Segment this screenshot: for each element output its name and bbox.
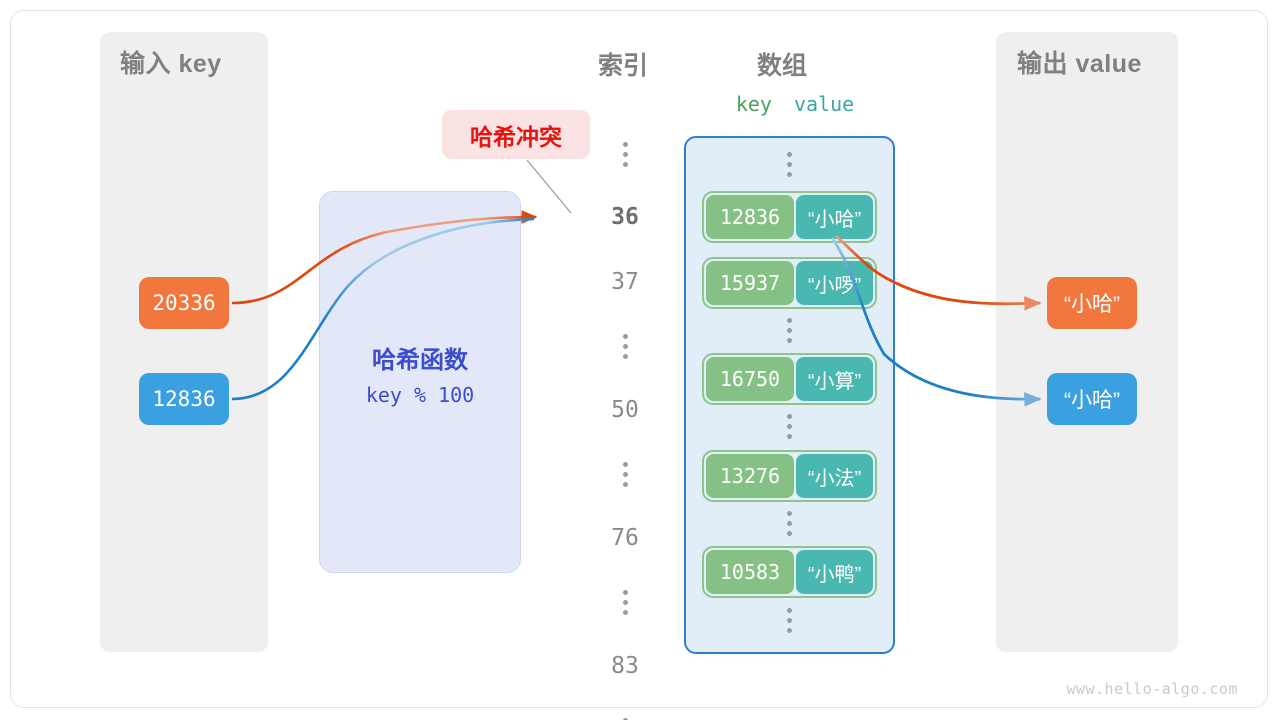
vertical-ellipsis-icon — [787, 152, 792, 177]
index-label: 50 — [611, 397, 639, 423]
vertical-ellipsis-icon — [787, 608, 792, 633]
hash-function-box — [319, 191, 521, 573]
index-column-header: 索引 — [598, 52, 649, 80]
array-ellipsis — [702, 608, 877, 638]
pair-key-cell: 16750 — [706, 357, 794, 401]
hash-function-expression: key % 100 — [365, 383, 475, 407]
output-value-chip-0: “小哈” — [1047, 277, 1137, 329]
output-value-panel — [996, 32, 1178, 652]
pair-key-cell: 10583 — [706, 550, 794, 594]
vertical-ellipsis-icon — [787, 511, 792, 536]
index-label: 37 — [611, 269, 639, 295]
vertical-ellipsis-icon — [622, 142, 628, 167]
vertical-ellipsis-icon — [787, 318, 792, 343]
pair-key-cell: 15937 — [706, 261, 794, 305]
key-value-pair: 16750“小算” — [702, 353, 877, 405]
index-ellipsis — [592, 590, 658, 621]
array-column-header: 数组 — [757, 52, 808, 80]
index-ellipsis — [592, 142, 658, 173]
pair-value-cell: “小算” — [796, 357, 873, 401]
value-subheader-label: value — [793, 92, 855, 116]
index-ellipsis — [592, 462, 658, 493]
vertical-ellipsis-icon — [622, 462, 628, 487]
watermark: www.hello-algo.com — [1066, 680, 1238, 698]
pair-key-cell: 13276 — [706, 454, 794, 498]
array-ellipsis — [702, 318, 877, 348]
key-value-pair: 12836“小哈” — [702, 191, 877, 243]
pair-value-cell: “小法” — [796, 454, 873, 498]
pair-value-cell: “小啰” — [796, 261, 873, 305]
key-subheader-label: key — [735, 92, 772, 116]
vertical-ellipsis-icon — [787, 414, 792, 439]
array-ellipsis — [702, 152, 877, 182]
index-label: 36 — [611, 204, 639, 230]
key-value-pair: 13276“小法” — [702, 450, 877, 502]
input-key-panel — [100, 32, 268, 652]
output-value-chip-1: “小哈” — [1047, 373, 1137, 425]
index-ellipsis — [592, 718, 658, 720]
vertical-ellipsis-icon — [622, 590, 628, 615]
vertical-ellipsis-icon — [622, 718, 628, 720]
array-ellipsis — [702, 511, 877, 541]
output-panel-title: 输出 value — [1017, 50, 1142, 78]
hash-function-label: 哈希函数 — [372, 347, 468, 374]
pair-value-cell: “小鸭” — [796, 550, 873, 594]
index-ellipsis — [592, 334, 658, 365]
index-label: 83 — [611, 653, 639, 679]
input-key-chip-1: 12836 — [139, 373, 229, 425]
key-value-subheader: key value — [700, 92, 890, 116]
index-column: 36 37 50 76 83 — [592, 140, 658, 720]
vertical-ellipsis-icon — [622, 334, 628, 359]
array-ellipsis — [702, 414, 877, 444]
hash-collision-badge: 哈希冲突 — [442, 110, 590, 159]
key-value-pair: 10583“小鸭” — [702, 546, 877, 598]
pair-value-cell: “小哈” — [796, 195, 873, 239]
input-key-chip-0: 20336 — [139, 277, 229, 329]
index-label: 76 — [611, 525, 639, 551]
pair-key-cell: 12836 — [706, 195, 794, 239]
input-panel-title: 输入 key — [120, 50, 222, 78]
key-value-pair: 15937“小啰” — [702, 257, 877, 309]
